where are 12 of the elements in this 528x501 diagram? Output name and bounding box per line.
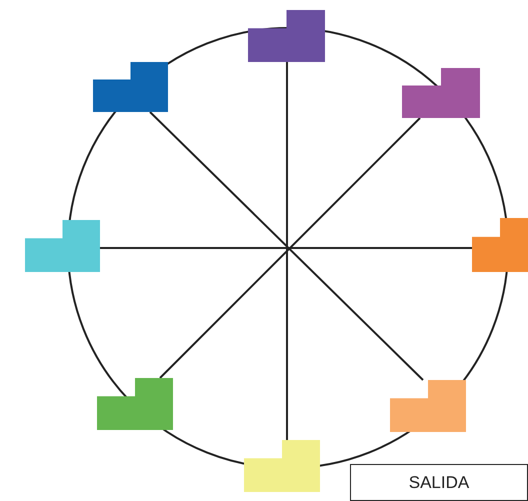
spoke-line [286, 62, 288, 440]
l-shaped-block [93, 62, 168, 112]
box-label: SALIDA [408, 473, 470, 493]
label-box [350, 464, 528, 501]
l-shaped-block [248, 10, 325, 62]
l-shaped-block [390, 380, 466, 432]
l-shaped-block [402, 68, 480, 118]
l-shaped-block [25, 220, 100, 272]
l-shaped-block [472, 218, 528, 272]
l-shaped-block [244, 440, 320, 492]
spoke-line [100, 247, 472, 249]
l-shaped-block [97, 378, 173, 430]
